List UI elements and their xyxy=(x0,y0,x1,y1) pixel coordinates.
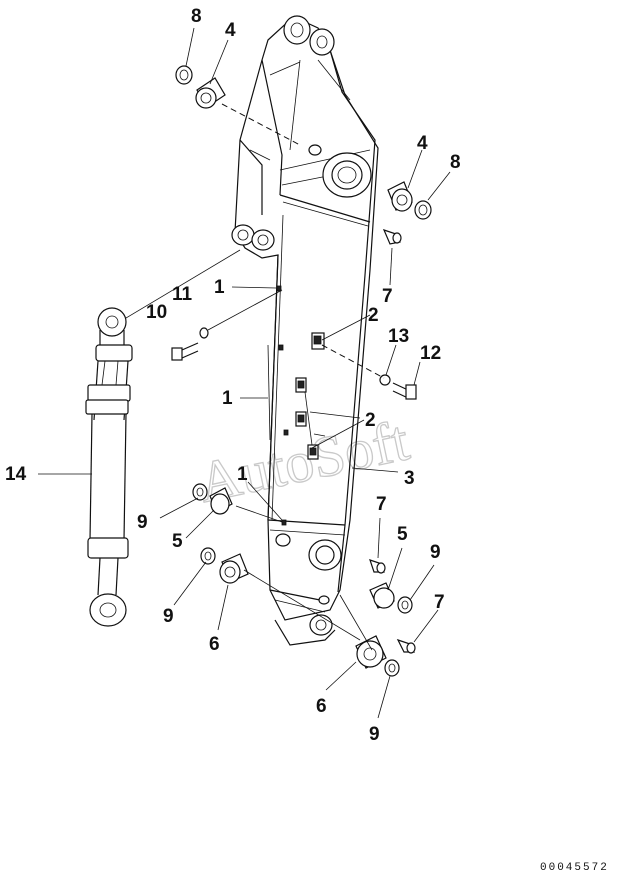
callout-1-b: 1 xyxy=(222,388,233,409)
callout-9-left: 9 xyxy=(137,512,148,533)
callout-10: 10 xyxy=(146,302,167,323)
loose-parts xyxy=(171,65,432,677)
callout-7-lower: 7 xyxy=(434,592,445,613)
callout-4-top: 4 xyxy=(225,20,236,41)
reference-code: 00045572 xyxy=(540,862,609,874)
callout-3: 3 xyxy=(404,468,415,489)
callout-13: 13 xyxy=(388,326,409,347)
callout-2-upper: 2 xyxy=(368,305,379,326)
hydraulic-cylinder xyxy=(85,307,133,627)
callout-5-right: 5 xyxy=(397,524,408,545)
callouts: 8 4 4 8 7 1 11 10 2 13 12 1 2 14 3 1 7 9… xyxy=(5,6,461,745)
callout-6-right: 6 xyxy=(316,696,327,717)
callout-4-right: 4 xyxy=(417,133,428,154)
callout-12: 12 xyxy=(420,343,441,364)
leader-lines xyxy=(38,27,451,719)
callout-1-a: 1 xyxy=(214,277,225,298)
callout-6-left: 6 xyxy=(209,634,220,655)
callout-9-bottom: 9 xyxy=(369,724,380,745)
callout-7-upper: 7 xyxy=(382,286,393,307)
callout-7-mid: 7 xyxy=(376,494,387,515)
callout-11: 11 xyxy=(172,284,193,305)
callout-8-top: 8 xyxy=(191,6,202,27)
arm-body xyxy=(231,15,379,646)
callout-1-c: 1 xyxy=(237,464,248,485)
callout-14: 14 xyxy=(5,464,27,485)
callout-8-right: 8 xyxy=(450,152,461,173)
callout-9-right: 9 xyxy=(430,542,441,563)
callout-2-lower: 2 xyxy=(365,410,376,431)
callout-5-left: 5 xyxy=(172,531,183,552)
callout-9-lower-left: 9 xyxy=(163,606,174,627)
